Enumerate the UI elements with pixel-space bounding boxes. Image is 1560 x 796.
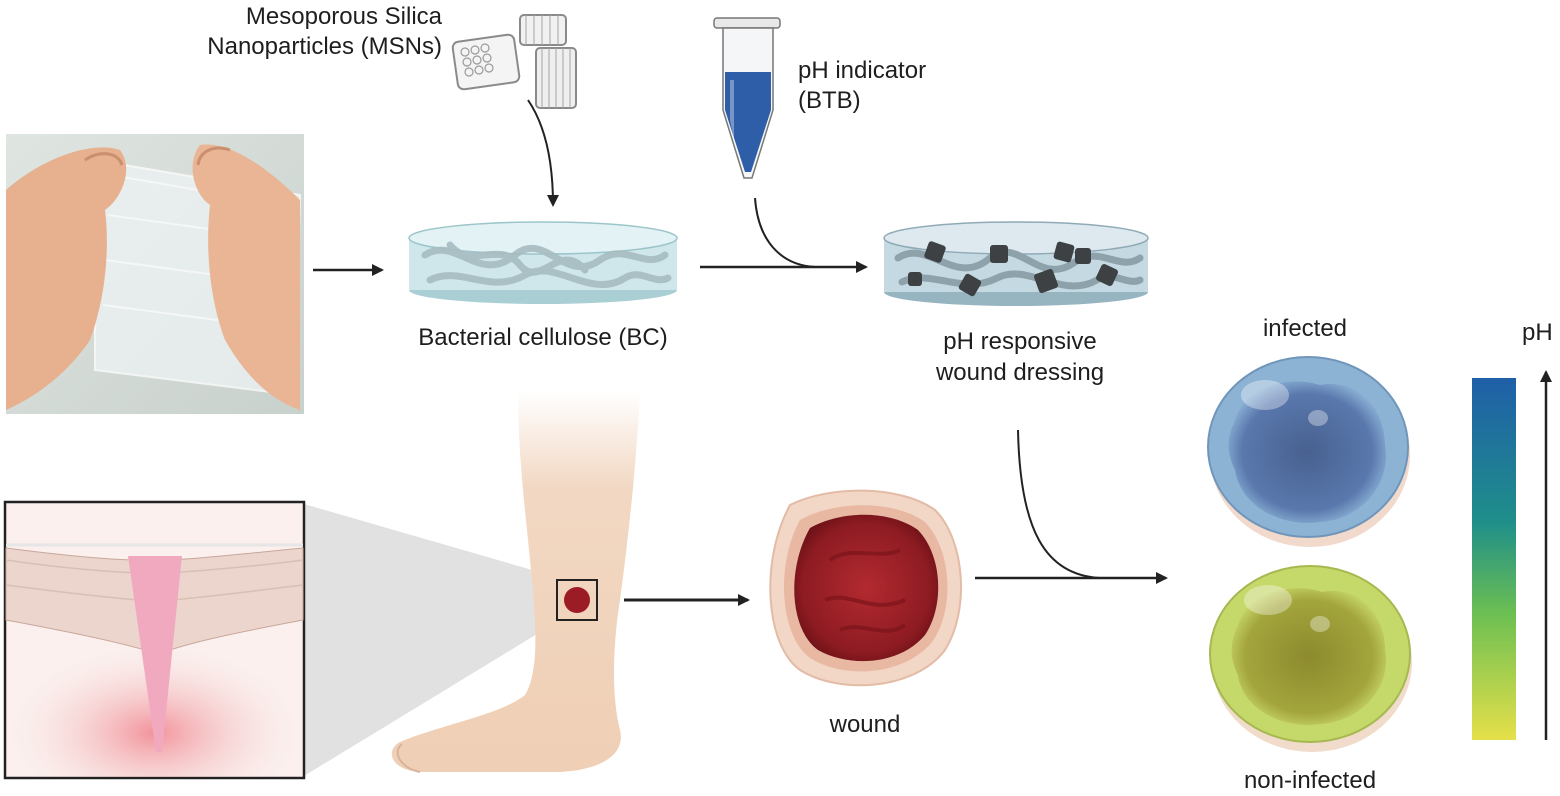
msn-label-line1: Mesoporous Silica: [245, 3, 442, 30]
msn-particles-icon: [451, 14, 577, 109]
wound-dressing-disc: [883, 221, 1149, 306]
btb-to-dressing-curve: [754, 197, 816, 268]
bc-label: Bacterial cellulose (BC): [418, 324, 668, 351]
bc-disc: [408, 221, 678, 304]
dressing-to-result-curve: [1017, 429, 1101, 579]
infected-label: infected: [1262, 315, 1348, 342]
non-infected-dish: [1209, 565, 1412, 752]
btb-tube-icon: [713, 17, 781, 179]
leg-illustration: [391, 392, 640, 773]
wound-label: wound: [829, 711, 901, 738]
dressing-label-line1: pH responsive: [943, 328, 1097, 355]
msn-label-line2: Nanoparticles (MSNs): [207, 33, 442, 60]
wound-illustration: [769, 489, 962, 687]
non-infected-label: non-infected: [1243, 767, 1377, 794]
indicator-label-line1: pH indicator: [798, 57, 927, 84]
ph-scale-label: pH: [1522, 319, 1553, 346]
infected-dish: [1207, 356, 1410, 547]
ph-color-scale: [1472, 378, 1516, 740]
bc-sheet-photo: [6, 134, 304, 414]
indicator-label-line2: (BTB): [798, 87, 861, 114]
msn-to-bc-arrow: [527, 99, 559, 207]
skin-cross-section: [3, 500, 560, 780]
dressing-label-line2: wound dressing: [935, 359, 1105, 386]
